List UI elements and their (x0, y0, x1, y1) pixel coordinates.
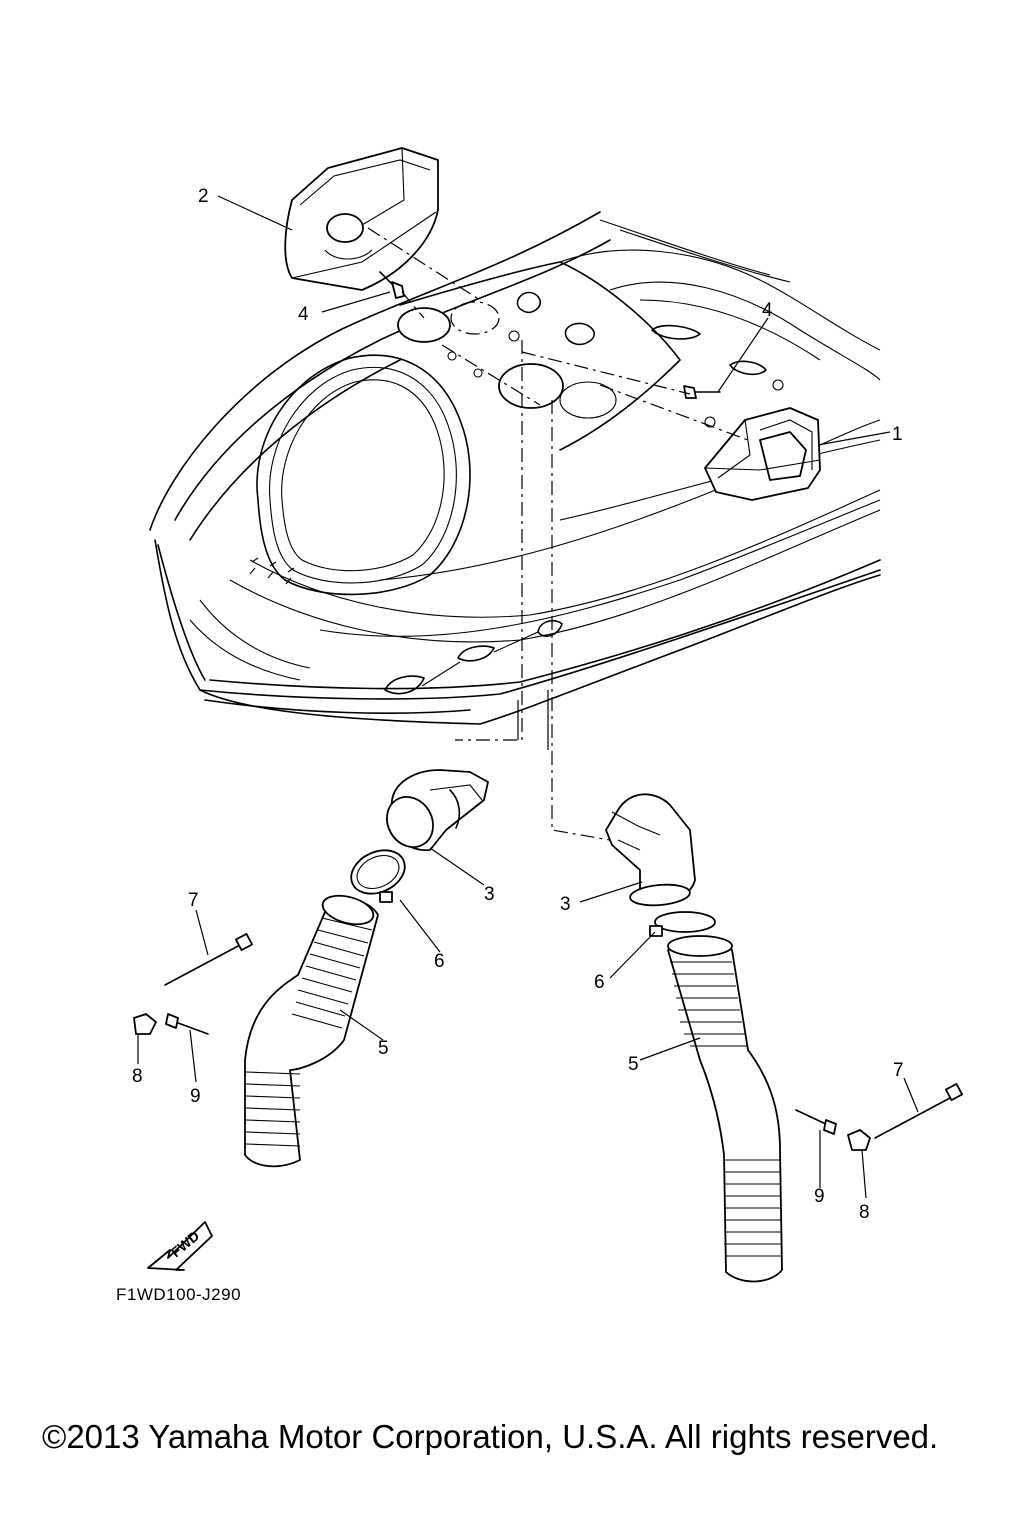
part-6-clamp-right (649, 911, 716, 937)
part-3-duct-elbow-left (386, 769, 489, 852)
part-9-rivet-left (165, 1013, 209, 1035)
part-1-vent-cover (704, 407, 821, 501)
callout-1: 1 (892, 424, 903, 445)
part-6-clamp-left (350, 849, 406, 903)
part-9-rivet-right (795, 1109, 837, 1135)
part-5-hose-right (667, 935, 783, 1283)
callout-3-left: 3 (484, 884, 495, 905)
copyright-notice: ©2013 Yamaha Motor Corporation, U.S.A. A… (42, 1418, 938, 1455)
callout-5-right: 5 (628, 1054, 639, 1075)
callout-3-right: 3 (560, 894, 571, 915)
assembly-lines (367, 227, 749, 841)
diagram-code: F1WD100-J290 (116, 1285, 241, 1304)
callout-8-left: 8 (132, 1066, 143, 1087)
callout-7-right: 7 (893, 1060, 904, 1081)
part-8-clip-right (847, 1129, 871, 1151)
callout-9-left: 9 (190, 1086, 201, 1107)
part-7-cable-tie-left (164, 932, 254, 986)
part-5-hose-left (244, 894, 379, 1168)
callout-8-right: 8 (859, 1202, 870, 1223)
hull-deck (149, 211, 881, 725)
part-7-cable-tie-right (874, 1082, 964, 1139)
callout-9-right: 9 (814, 1186, 825, 1207)
callout-7-left: 7 (188, 890, 199, 911)
callout-5-left: 5 (378, 1038, 389, 1059)
part-4-screw-left (379, 271, 405, 299)
callout-4-left: 4 (298, 304, 309, 325)
part-4-screw-right (683, 385, 721, 399)
part-2-vent-cover (284, 147, 439, 291)
callout-6-left: 6 (434, 951, 445, 972)
callout-2: 2 (198, 186, 209, 207)
leader-lines (137, 195, 919, 1199)
part-8-clip-left (133, 1013, 157, 1035)
callout-6-right: 6 (594, 972, 605, 993)
callout-4-right: 4 (762, 300, 773, 321)
part-3-duct-elbow-right (605, 793, 696, 907)
fwd-arrow-icon: FWD (147, 1221, 213, 1271)
